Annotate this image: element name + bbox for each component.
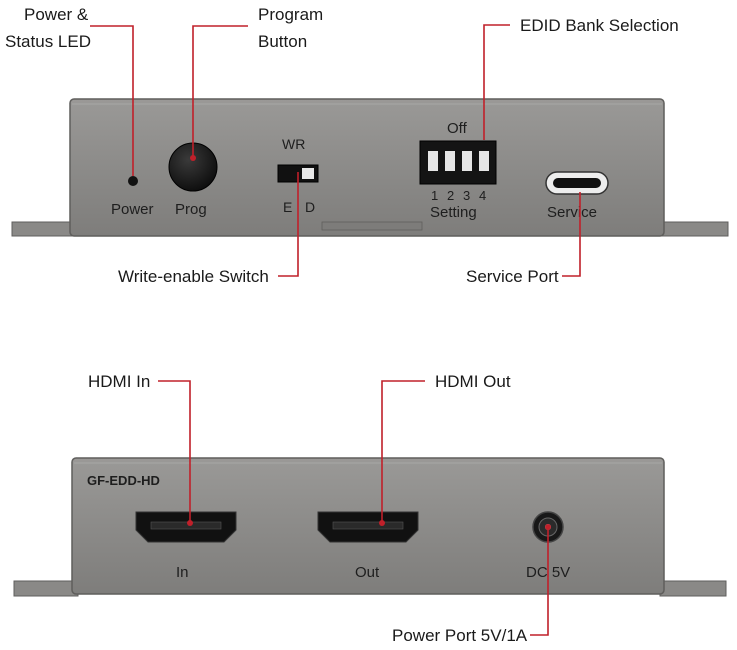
out-label: Out [355,564,380,581]
hdmi-out-contacts [332,521,404,530]
hdmi-out-leader [381,380,425,523]
dip-switch-2[interactable] [445,151,455,171]
rear-left-flange [13,580,79,597]
dip-number-3: 3 [463,188,470,203]
d-label: D [305,199,315,215]
power-led-leader [90,25,134,176]
model-label: GF-EDD-HD [87,473,160,488]
prog-label: Prog [175,201,207,218]
write-enable-callout: Write-enable Switch [118,267,269,286]
hdmi-out-callout: HDMI Out [435,372,511,391]
rear-right-flange [659,580,727,597]
program-button-callout-line1: Program [258,5,323,24]
hdmi-in-dot [187,520,193,526]
right-mounting-flange [659,221,729,237]
dip-number-1: 1 [431,188,438,203]
edid-bank-callout: EDID Bank Selection [520,16,679,35]
service-port-inner [553,178,601,188]
hdmi-in-callout: HDMI In [88,372,150,391]
write-enable-switch-knob[interactable] [302,168,314,179]
hdmi-in-leader [158,380,191,523]
program-button-leader [192,25,248,158]
hdmi-out-dot [379,520,385,526]
in-label: In [176,564,189,581]
service-port-callout: Service Port [466,267,559,286]
service-port-leader [562,192,581,277]
e-label: E [283,199,292,215]
service-label: Service [547,204,597,221]
front-callouts: Power & Status LED Program Button EDID B… [5,5,679,286]
dip-switch-3[interactable] [462,151,472,171]
dip-switch-4[interactable] [479,151,489,171]
power-led-callout-line1: Power & [24,5,89,24]
program-button-callout-line2: Button [258,32,307,51]
hdmi-in-contacts [150,521,222,530]
rear-panel: GF-EDD-HD In Out DC 5V [13,457,727,597]
front-panel: Power Prog WR E D Off 1 2 3 4 Setting Se… [11,98,729,237]
program-button-dot [190,155,196,161]
bottom-seam [321,221,423,231]
power-label: Power [111,201,154,218]
write-enable-leader [278,172,299,277]
dip-number-2: 2 [447,188,454,203]
dip-number-4: 4 [479,188,486,203]
power-led [128,176,138,186]
edid-bank-leader [483,24,510,140]
wr-label: WR [282,136,305,152]
front-chassis [69,98,665,237]
power-port-leader [530,527,549,636]
off-label: Off [447,120,468,137]
power-port-callout: Power Port 5V/1A [392,626,528,645]
power-port-dot [545,524,551,530]
rear-callouts: HDMI In HDMI Out Power Port 5V/1A [88,372,551,645]
setting-label: Setting [430,204,477,221]
power-led-callout-line2: Status LED [5,32,91,51]
dip-switch-1[interactable] [428,151,438,171]
